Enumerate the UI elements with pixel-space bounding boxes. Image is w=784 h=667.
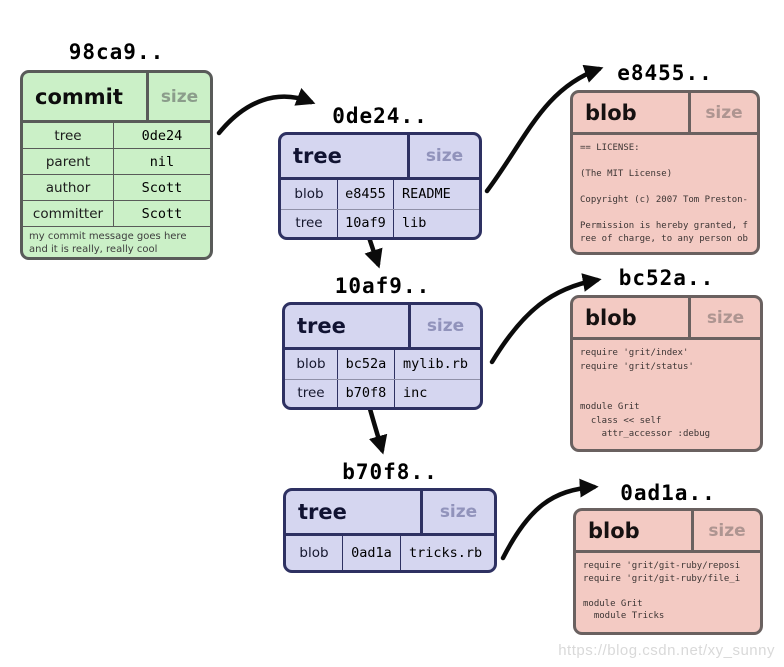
blob-size-label: size — [708, 520, 746, 541]
blob-size-label: size — [706, 307, 745, 328]
commit-row-author: author Scott — [23, 175, 210, 201]
blob-size-label: size — [705, 102, 743, 123]
commit-size-label: size — [160, 86, 199, 107]
entry-hash: 10af9 — [338, 209, 394, 237]
entry-type: tree — [281, 209, 338, 237]
entry-type: blob — [286, 536, 343, 570]
commit-row-value: Scott — [141, 179, 183, 196]
blob-header: blob size — [573, 93, 757, 135]
commit-row-tree: tree 0de24 — [23, 123, 210, 149]
tree-entry-row: tree b70f8 inc — [285, 378, 480, 407]
blob-0ad1a-box: blob size require 'grit/git-ruby/reposi … — [573, 508, 763, 635]
tree-type-label: tree — [286, 491, 423, 533]
blob-e8455-box: blob size == LICENSE: (The MIT License) … — [570, 90, 760, 255]
entry-name: tricks.rb — [409, 545, 483, 561]
entry-hash: e8455 — [338, 180, 394, 209]
entry-type: blob — [285, 350, 338, 379]
blob-content: require 'grit/git-ruby/reposi require 'g… — [583, 561, 741, 621]
blob-content: require 'grit/index' require 'grit/statu… — [580, 348, 711, 439]
tree-size-label: size — [439, 502, 478, 522]
blob-bc52a-box: blob size require 'grit/index' require '… — [570, 295, 763, 452]
blob-bc52a-hash-label: bc52a.. — [618, 266, 715, 290]
blob-type-label: blob — [576, 511, 694, 550]
commit-row-value: Scott — [141, 205, 183, 222]
blob-header: blob size — [573, 298, 760, 340]
commit-row-label: committer — [23, 201, 114, 226]
tree-header: tree size — [281, 135, 479, 180]
tree-b70f8-box: tree size blob 0ad1a tricks.rb — [283, 488, 497, 573]
entry-hash: bc52a — [338, 350, 395, 379]
tree-header: tree size — [285, 305, 480, 350]
entry-name: mylib.rb — [403, 356, 469, 373]
tree-entry-row: tree 10af9 lib — [281, 208, 479, 237]
tree-type-label: tree — [285, 305, 411, 347]
commit-row-label: parent — [23, 149, 114, 174]
commit-hash-label: 98ca9.. — [68, 40, 165, 64]
tree-entry-row: blob 0ad1a tricks.rb — [286, 536, 494, 570]
tree-size-label: size — [425, 146, 464, 166]
commit-box: commit size tree 0de24 parent nil author… — [20, 70, 213, 260]
blob-header: blob size — [576, 511, 760, 553]
blob-0ad1a-hash-label: 0ad1a.. — [620, 481, 716, 505]
tree-b70f8-hash-label: b70f8.. — [342, 460, 438, 484]
entry-type: blob — [281, 180, 338, 209]
watermark: https://blog.csdn.net/xy_sunny — [558, 642, 775, 659]
entry-hash: b70f8 — [338, 379, 395, 407]
blob-e8455-hash-label: e8455.. — [617, 61, 713, 85]
entry-type: tree — [285, 379, 338, 407]
commit-row-value: nil — [149, 153, 175, 170]
blob-type-label: blob — [573, 298, 691, 337]
commit-row-label: author — [23, 175, 114, 200]
commit-row-committer: committer Scott — [23, 201, 210, 227]
tree-type-label: tree — [281, 135, 410, 177]
tree-0de24-hash-label: 0de24.. — [332, 104, 428, 128]
entry-name: inc — [403, 385, 428, 402]
commit-row-label: tree — [23, 123, 114, 148]
entry-hash: 0ad1a — [343, 536, 401, 570]
tree-header: tree size — [286, 491, 494, 536]
tree-0de24-box: tree size blob e8455 README tree 10af9 l… — [278, 132, 482, 240]
commit-row-parent: parent nil — [23, 149, 210, 175]
entry-name: README — [402, 186, 451, 203]
commit-header: commit size — [23, 73, 210, 123]
tree-size-label: size — [426, 316, 465, 336]
commit-row-value: 0de24 — [141, 127, 183, 144]
entry-name: lib — [402, 215, 427, 232]
tree-entry-row: blob e8455 README — [281, 180, 479, 209]
commit-type-label: commit — [23, 73, 149, 120]
blob-content: == LICENSE: (The MIT License) Copyright … — [580, 143, 748, 244]
commit-message: my commit message goes here and it is re… — [29, 231, 187, 255]
tree-entry-row: blob bc52a mylib.rb — [285, 350, 480, 379]
tree-10af9-hash-label: 10af9.. — [334, 274, 431, 298]
tree-10af9-box: tree size blob bc52a mylib.rb tree b70f8… — [282, 302, 483, 410]
blob-type-label: blob — [573, 93, 691, 132]
